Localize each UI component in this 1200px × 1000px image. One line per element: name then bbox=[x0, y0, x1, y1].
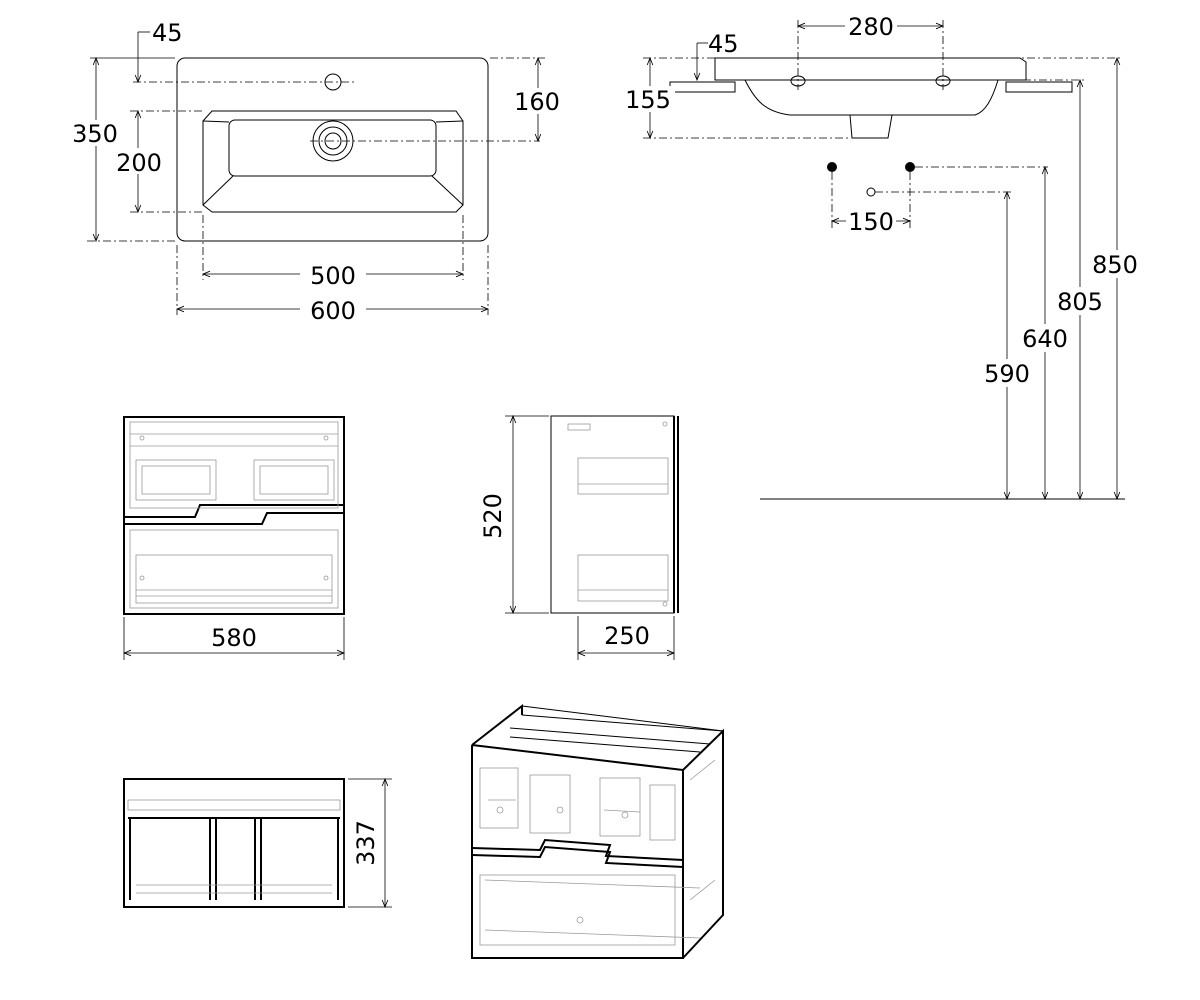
cabinet-top-view: 337 bbox=[123, 778, 392, 908]
cabinet-isometric-view bbox=[471, 703, 724, 959]
dim-cabinet-width: 580 bbox=[211, 624, 257, 652]
dim-basin-height: 155 bbox=[625, 86, 671, 114]
supply-left-dot bbox=[827, 162, 837, 172]
dim-depth: 350 bbox=[72, 120, 118, 148]
cabinet-front-view: 580 bbox=[123, 416, 345, 660]
dim-bowl-width: 500 bbox=[310, 262, 356, 290]
dim-drain-offset: 160 bbox=[514, 88, 560, 116]
dim-cabinet-top-depth: 337 bbox=[352, 820, 380, 866]
basin-side-view: 280 45 155 150 850 805 640 590 bbox=[625, 12, 1142, 499]
dim-cabinet-height: 520 bbox=[479, 493, 507, 539]
dim-cabinet-side-depth: 250 bbox=[604, 622, 650, 650]
dim-top-height: 850 bbox=[1092, 251, 1138, 279]
dim-supply-height: 640 bbox=[1022, 325, 1068, 353]
basin-top-view: 500 600 350 200 45 160 bbox=[70, 19, 562, 325]
dim-rim-height: 805 bbox=[1057, 288, 1103, 316]
dim-overall-width: 600 bbox=[310, 297, 356, 325]
dim-hole-spacing: 280 bbox=[848, 13, 894, 41]
dim-tap-offset: 45 bbox=[152, 19, 183, 47]
dim-bowl-depth: 200 bbox=[116, 149, 162, 177]
cabinet-side-view: 520 250 bbox=[479, 416, 679, 660]
dim-rim-offset: 45 bbox=[708, 30, 739, 58]
dim-drain-height: 590 bbox=[984, 360, 1030, 388]
supply-right-dot bbox=[905, 162, 915, 172]
dim-supply-spacing: 150 bbox=[848, 208, 894, 236]
